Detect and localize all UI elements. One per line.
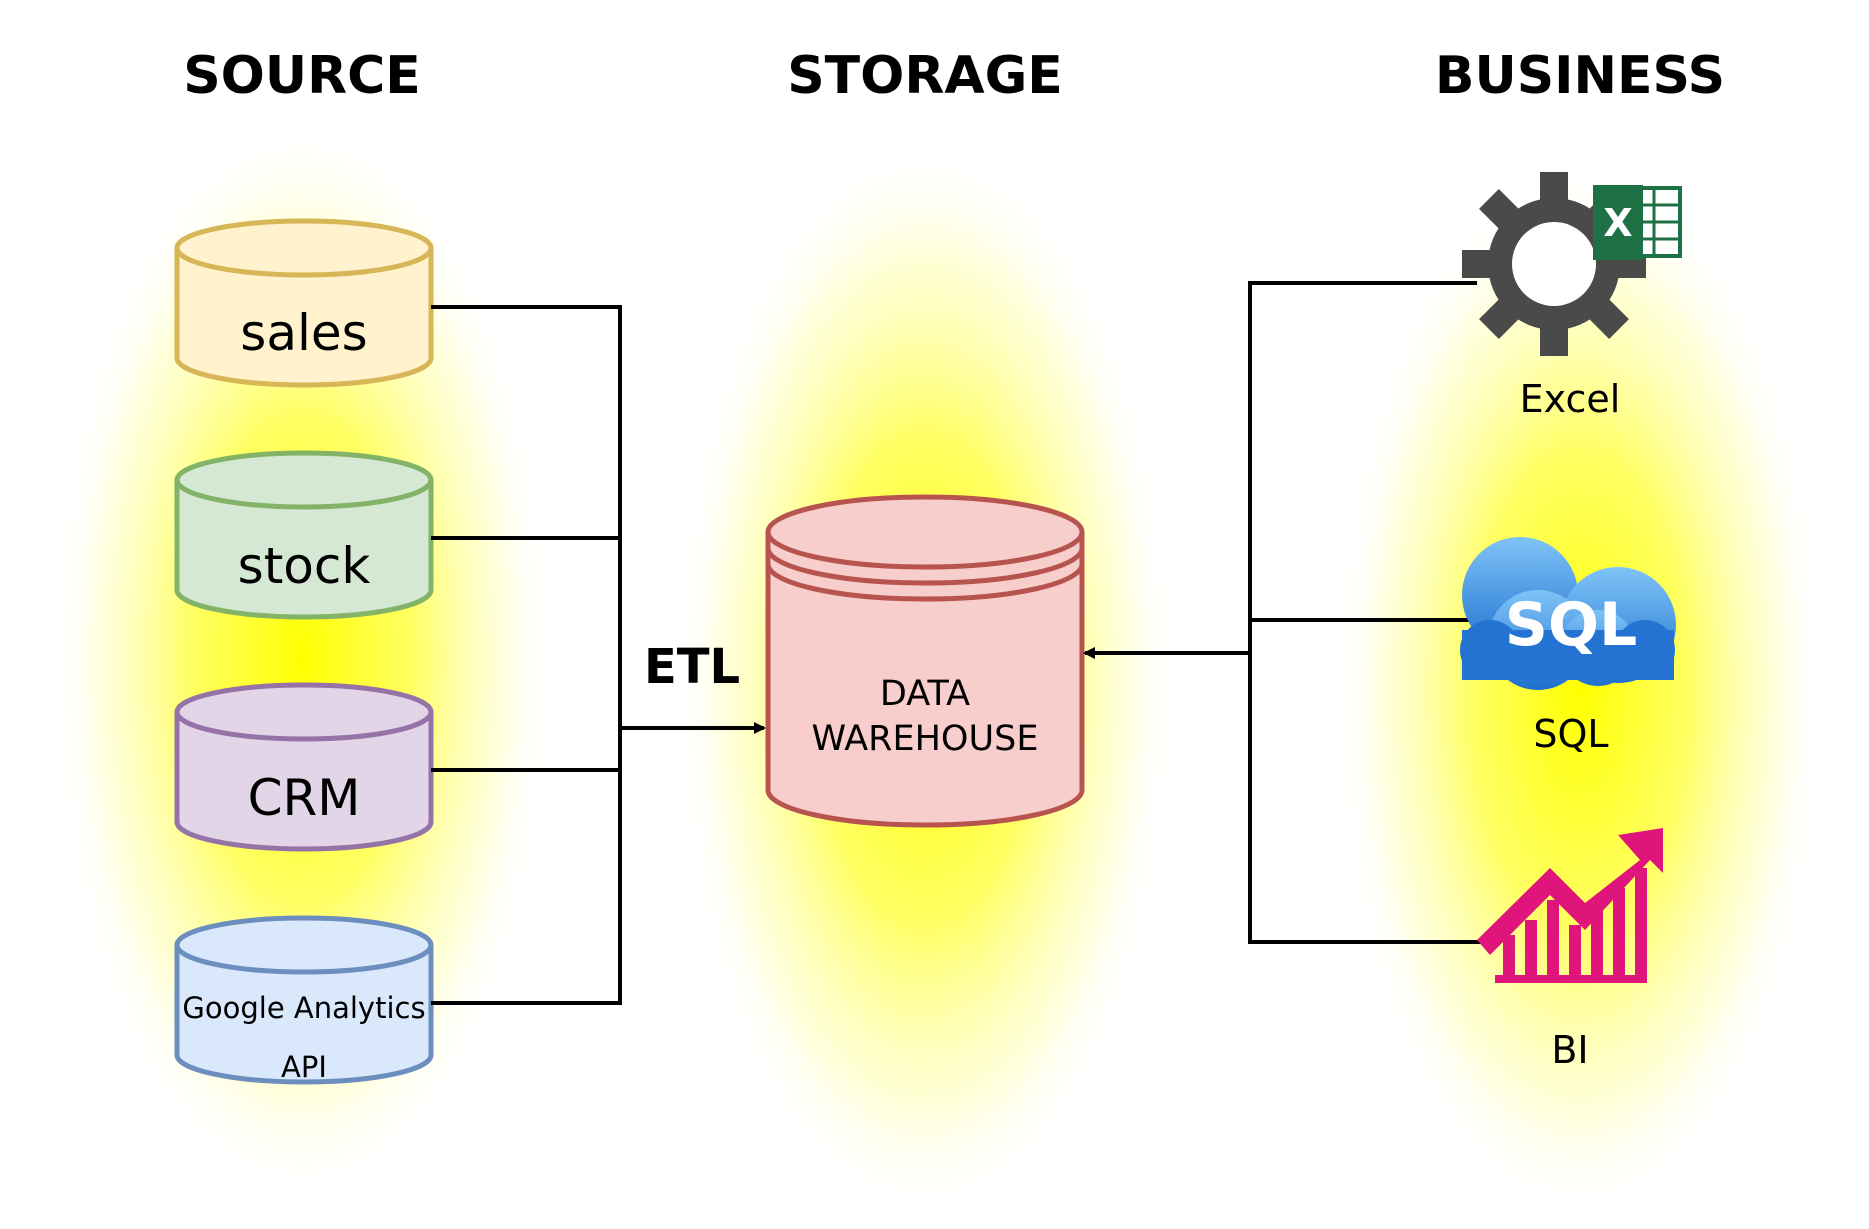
- sql-label: SQL: [1533, 712, 1608, 756]
- source-db-google-analytics: Google Analytics API: [174, 915, 434, 1085]
- source-heading: SOURCE: [183, 46, 421, 106]
- warehouse-band-2: [765, 563, 1085, 602]
- source-db-sales: sales: [174, 218, 434, 388]
- db-body: [174, 248, 434, 388]
- excel-gear-icon: [1462, 172, 1646, 356]
- source-db-crm: CRM: [174, 682, 434, 852]
- source-db-stock: stock: [174, 450, 434, 620]
- bi-label: BI: [1551, 1028, 1588, 1072]
- db-body: [174, 712, 434, 852]
- source-connectors: [431, 305, 766, 1005]
- bi-chart-icon: [1477, 828, 1663, 983]
- data-warehouse: DATA WAREHOUSE: [765, 494, 1085, 828]
- etl-label: ETL: [644, 639, 740, 695]
- db-top: [174, 450, 434, 510]
- source-label: stock: [238, 537, 371, 595]
- warehouse-label-line2: WAREHOUSE: [812, 719, 1039, 759]
- db-body: [174, 945, 434, 1085]
- db-body: [174, 480, 434, 620]
- warehouse-label-line1: DATA: [880, 674, 970, 714]
- storage-heading: STORAGE: [787, 46, 1063, 106]
- business-heading: BUSINESS: [1435, 46, 1725, 106]
- source-label: sales: [240, 304, 367, 362]
- source-label: CRM: [248, 769, 361, 827]
- sql-cloud-icon: SQL: [1460, 537, 1676, 690]
- excel-logo-icon: X: [1593, 185, 1682, 260]
- business-glow: [1335, 160, 1825, 1220]
- business-connectors: [1083, 281, 1487, 944]
- warehouse-body: [765, 532, 1085, 828]
- db-top: [174, 218, 434, 278]
- source-label-line2: API: [281, 1050, 327, 1084]
- warehouse-top: [765, 494, 1085, 570]
- sql-icon-text: SQL: [1505, 590, 1637, 660]
- source-glow: [52, 120, 552, 1200]
- svg-text:X: X: [1603, 201, 1632, 245]
- db-top: [174, 682, 434, 742]
- db-top: [174, 915, 434, 975]
- warehouse-band-1: [765, 547, 1085, 586]
- excel-label: Excel: [1520, 377, 1621, 421]
- source-label-line1: Google Analytics: [182, 991, 425, 1025]
